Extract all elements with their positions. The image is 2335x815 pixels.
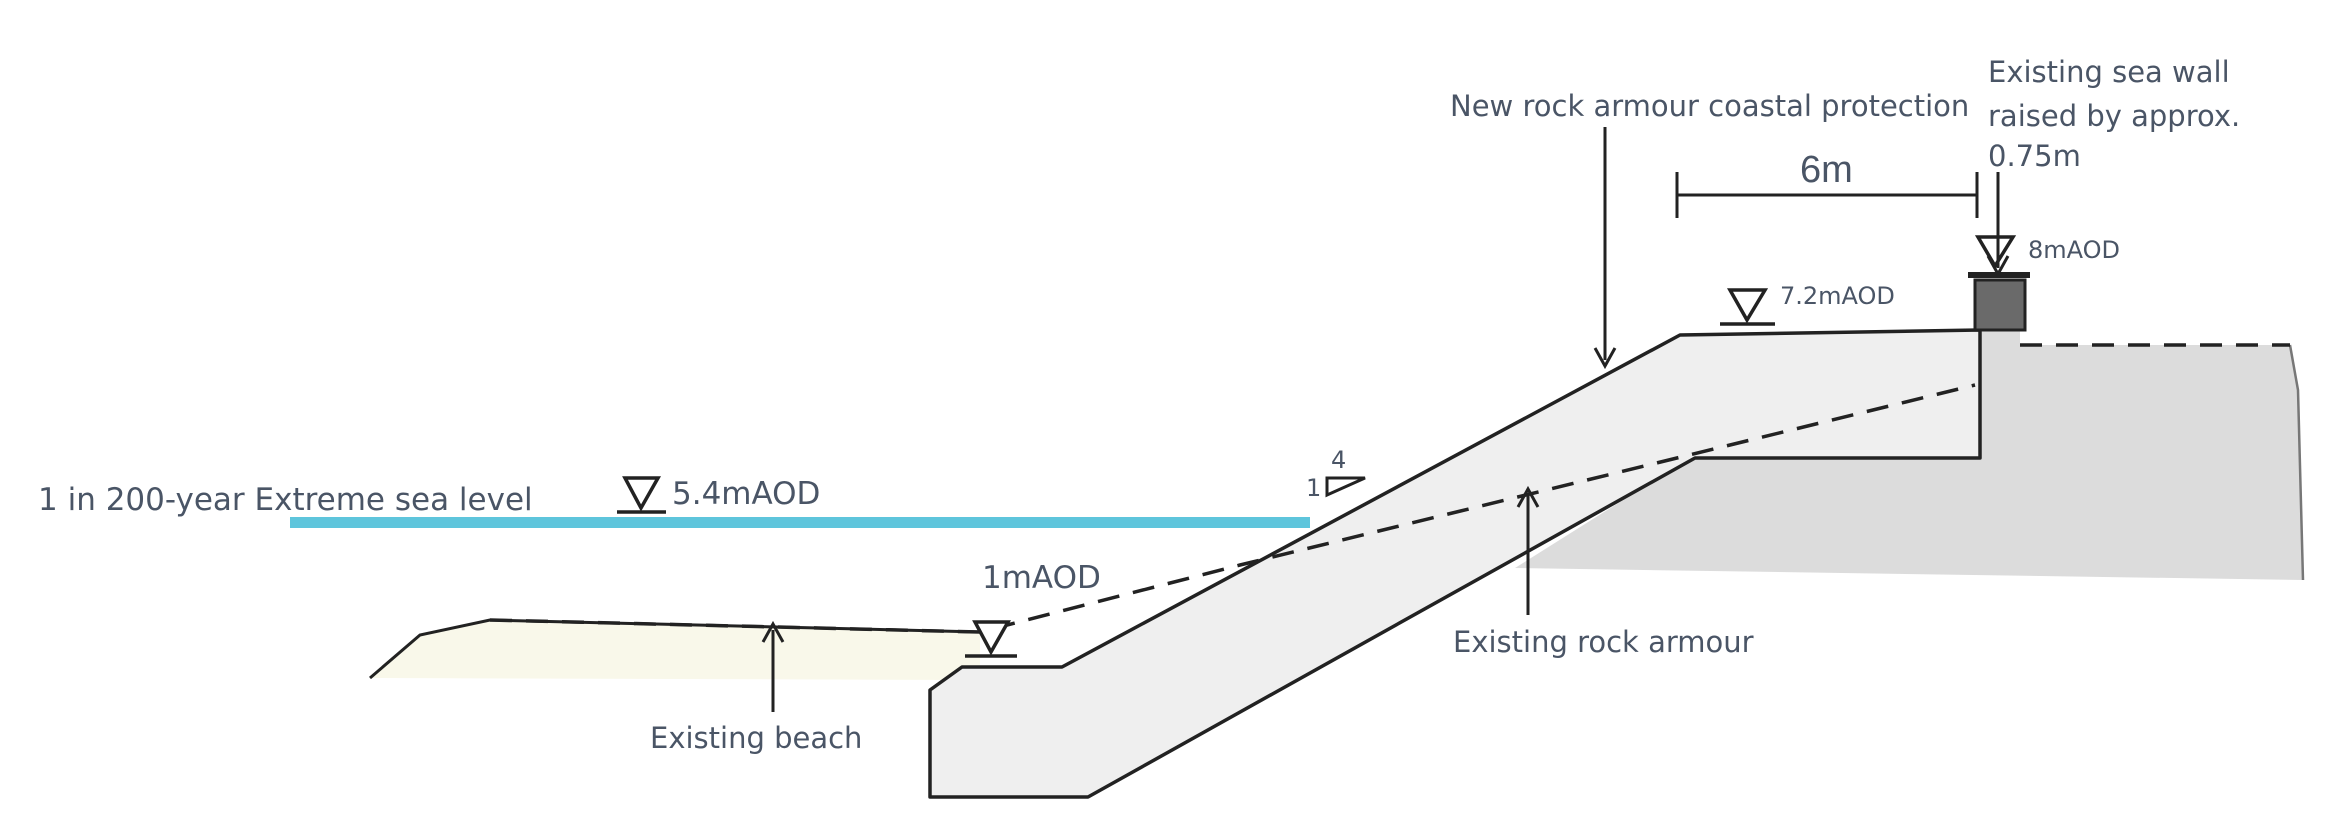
sea-level-marker [617, 476, 666, 514]
crest-level-marker [1720, 288, 1775, 326]
sea-level-label: 1 in 200-year Extreme sea level [38, 482, 533, 518]
new-armour-leader [1593, 127, 1617, 370]
slope-run-label: 4 [1331, 446, 1346, 474]
wall-level-marker [1974, 235, 2017, 270]
existing-beach-leader [761, 620, 785, 712]
existing-armour-leader [1516, 485, 1540, 615]
sea-wall-label-line2: raised by approx. [1988, 99, 2240, 133]
sea-level-line [290, 517, 1310, 528]
existing-beach-profile [369, 618, 981, 680]
existing-armour-label: Existing rock armour [1453, 625, 1754, 659]
sea-wall-leader [1986, 172, 2010, 278]
ground-area [1515, 330, 2303, 580]
ground-right-edge [2288, 344, 2305, 581]
existing-beach-label: Existing beach [650, 721, 862, 755]
beach-area [370, 620, 980, 680]
wall-level-value: 8mAOD [2028, 236, 2120, 264]
width-dimension-label: 6m [1800, 149, 1853, 191]
sea-wall-label-line3: 0.75m [1988, 139, 2081, 173]
low-level-value: 1mAOD [982, 560, 1101, 596]
sea-level-value: 5.4mAOD [672, 476, 820, 512]
crest-level-value: 7.2mAOD [1780, 282, 1895, 310]
width-dimension-line [1675, 172, 1979, 218]
sea-wall-block [1973, 278, 2027, 332]
existing-beach-dashed [489, 383, 1976, 634]
slope-rise-label: 1 [1306, 474, 1321, 502]
new-armour-label: New rock armour coastal protection [1450, 89, 1969, 123]
slope-triangle [1325, 476, 1366, 498]
rock-armour-body [928, 328, 1982, 799]
sea-wall-label-line1: Existing sea wall [1988, 55, 2230, 89]
low-level-marker [965, 620, 1017, 658]
